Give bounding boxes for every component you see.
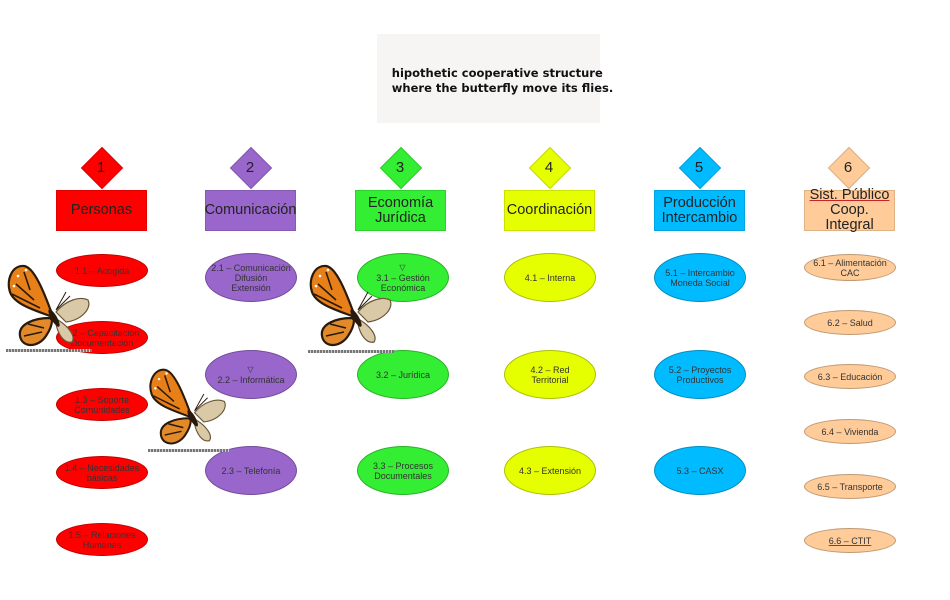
triangle-icon: ▽: [247, 364, 254, 374]
header-label: Intercambio: [661, 209, 738, 226]
node-3-1: ▽3.1 – Gestión Económica: [357, 253, 449, 302]
node-6-1: 6.1 – Alimentación CAC: [804, 254, 896, 281]
header-label: Coop. Integral: [825, 202, 874, 233]
butterfly-caption: [148, 449, 230, 452]
node-label: 1.1 – Acogida: [74, 265, 130, 276]
header-coordinacion: Coordinación: [504, 190, 595, 231]
node-label: 4.2 – Red: [530, 364, 570, 375]
node-label: Extensión: [231, 282, 271, 293]
diamond-2: 2: [229, 146, 273, 190]
diamond-number: 4: [544, 158, 554, 176]
node-2-3: 2.3 – Telefonía: [205, 446, 297, 495]
butterfly-caption: [6, 349, 92, 352]
header-label: Personas: [70, 202, 133, 218]
node-label: 1.2 – Capacitación: [64, 327, 140, 338]
node-label: Territorial: [531, 374, 569, 385]
node-label: 1.5 – Relaciones: [68, 529, 136, 540]
node-2-2: ▽2.2 – Informática: [205, 350, 297, 399]
node-label: 6.6 – CTIT: [828, 535, 872, 546]
node-6-4: 6.4 – Vivienda: [804, 419, 896, 444]
node-label: 6.5 – Transporte: [817, 481, 883, 492]
node-4-3: 4.3 – Extensión: [504, 446, 596, 495]
node-1-4: 1.4 – Necesidades básicas: [56, 456, 148, 489]
header-label: Coordinación: [506, 202, 593, 218]
diamond-3: 3: [379, 146, 423, 190]
node-6-2: 6.2 – Salud: [804, 310, 896, 335]
node-label: 6.2 – Salud: [827, 317, 873, 328]
header-label: Jurídica: [375, 209, 426, 226]
node-3-3: 3.3 – Procesos Documentales: [357, 446, 449, 495]
node-label: 6.1 – Alimentación: [813, 257, 887, 268]
node-label: 4.3 – Extensión: [518, 465, 582, 476]
node-3-2: 3.2 – Jurídica: [357, 350, 449, 399]
node-1-1: 1.1 – Acogida: [56, 254, 148, 287]
diamond-4: 4: [528, 146, 572, 190]
triangle-icon: ▽: [399, 262, 406, 272]
node-label: Humanas: [82, 539, 122, 550]
diamond-5: 5: [678, 146, 722, 190]
node-label: 6.3 – Educación: [817, 371, 883, 382]
node-6-5: 6.5 – Transporte: [804, 474, 896, 499]
node-label: Económica: [380, 282, 426, 293]
node-2-1: 2.1 – Comunicación Difusión Extensión: [205, 253, 297, 302]
node-label: 3.2 – Jurídica: [375, 369, 431, 380]
node-label: 2.3 – Telefonía: [221, 465, 281, 476]
node-label: CAC: [840, 267, 860, 278]
node-label: 2.1 – Comunicación: [211, 262, 291, 273]
node-label: 5.3 – CASX: [676, 465, 724, 476]
diamond-number: 5: [694, 158, 704, 176]
node-label: 3.3 – Procesos: [372, 460, 434, 471]
node-label: 4.1 – Interna: [524, 272, 576, 283]
diamond-6: 6: [827, 146, 871, 190]
node-label: 1.3 – Soporte: [74, 394, 130, 405]
node-label: 5.2 – Proyectos: [668, 364, 732, 375]
node-label: 1.4 – Necesidades: [64, 462, 140, 473]
node-label: básicas: [86, 472, 118, 483]
node-label: Productivos: [676, 374, 724, 385]
title-line-1: hipothetic cooperative structure: [391, 65, 603, 80]
title-line-2: where the butterfly move its flies.: [391, 80, 614, 95]
node-5-3: 5.3 – CASX: [654, 446, 746, 495]
diamond-number: 3: [395, 158, 405, 176]
diamond-1: 1: [80, 146, 124, 190]
node-label: Comunidades: [74, 404, 130, 415]
node-label: Difusión: [234, 272, 268, 283]
node-4-2: 4.2 – Red Territorial: [504, 350, 596, 399]
header-label: Producción: [663, 194, 736, 211]
node-5-1: 5.1 – Intercambio Moneda Social: [654, 253, 746, 302]
node-label: ▽3.1 – Gestión: [376, 262, 430, 283]
header-label: Comunicación: [204, 202, 297, 218]
node-label: Documentación: [70, 337, 134, 348]
title-text: hipothetic cooperative structure where t…: [364, 62, 613, 96]
node-1-5: 1.5 – Relaciones Humanas: [56, 523, 148, 556]
header-comunicacion: Comunicación: [205, 190, 296, 231]
node-label: 6.4 – Vivienda: [821, 426, 879, 437]
diamond-number: 1: [96, 158, 106, 176]
header-label: Economía: [367, 194, 434, 211]
header-personas: Personas: [56, 190, 147, 231]
node-label: Moneda Social: [670, 277, 730, 288]
title-box: hipothetic cooperative structure where t…: [377, 34, 613, 123]
diamond-number: 2: [245, 158, 255, 176]
diamond-number: 6: [843, 158, 853, 176]
node-label: 5.1 – Intercambio: [665, 267, 735, 278]
node-label: Documentales: [374, 470, 432, 481]
node-4-1: 4.1 – Interna: [504, 253, 596, 302]
node-5-2: 5.2 – Proyectos Productivos: [654, 350, 746, 399]
node-6-6: 6.6 – CTIT: [804, 528, 896, 553]
node-1-3: 1.3 – Soporte Comunidades: [56, 388, 148, 421]
butterfly-caption: [308, 350, 394, 353]
node-6-3: 6.3 – Educación: [804, 364, 896, 389]
header-label: Sist. Público: [809, 187, 890, 203]
node-label: ▽2.2 – Informática: [217, 364, 285, 385]
